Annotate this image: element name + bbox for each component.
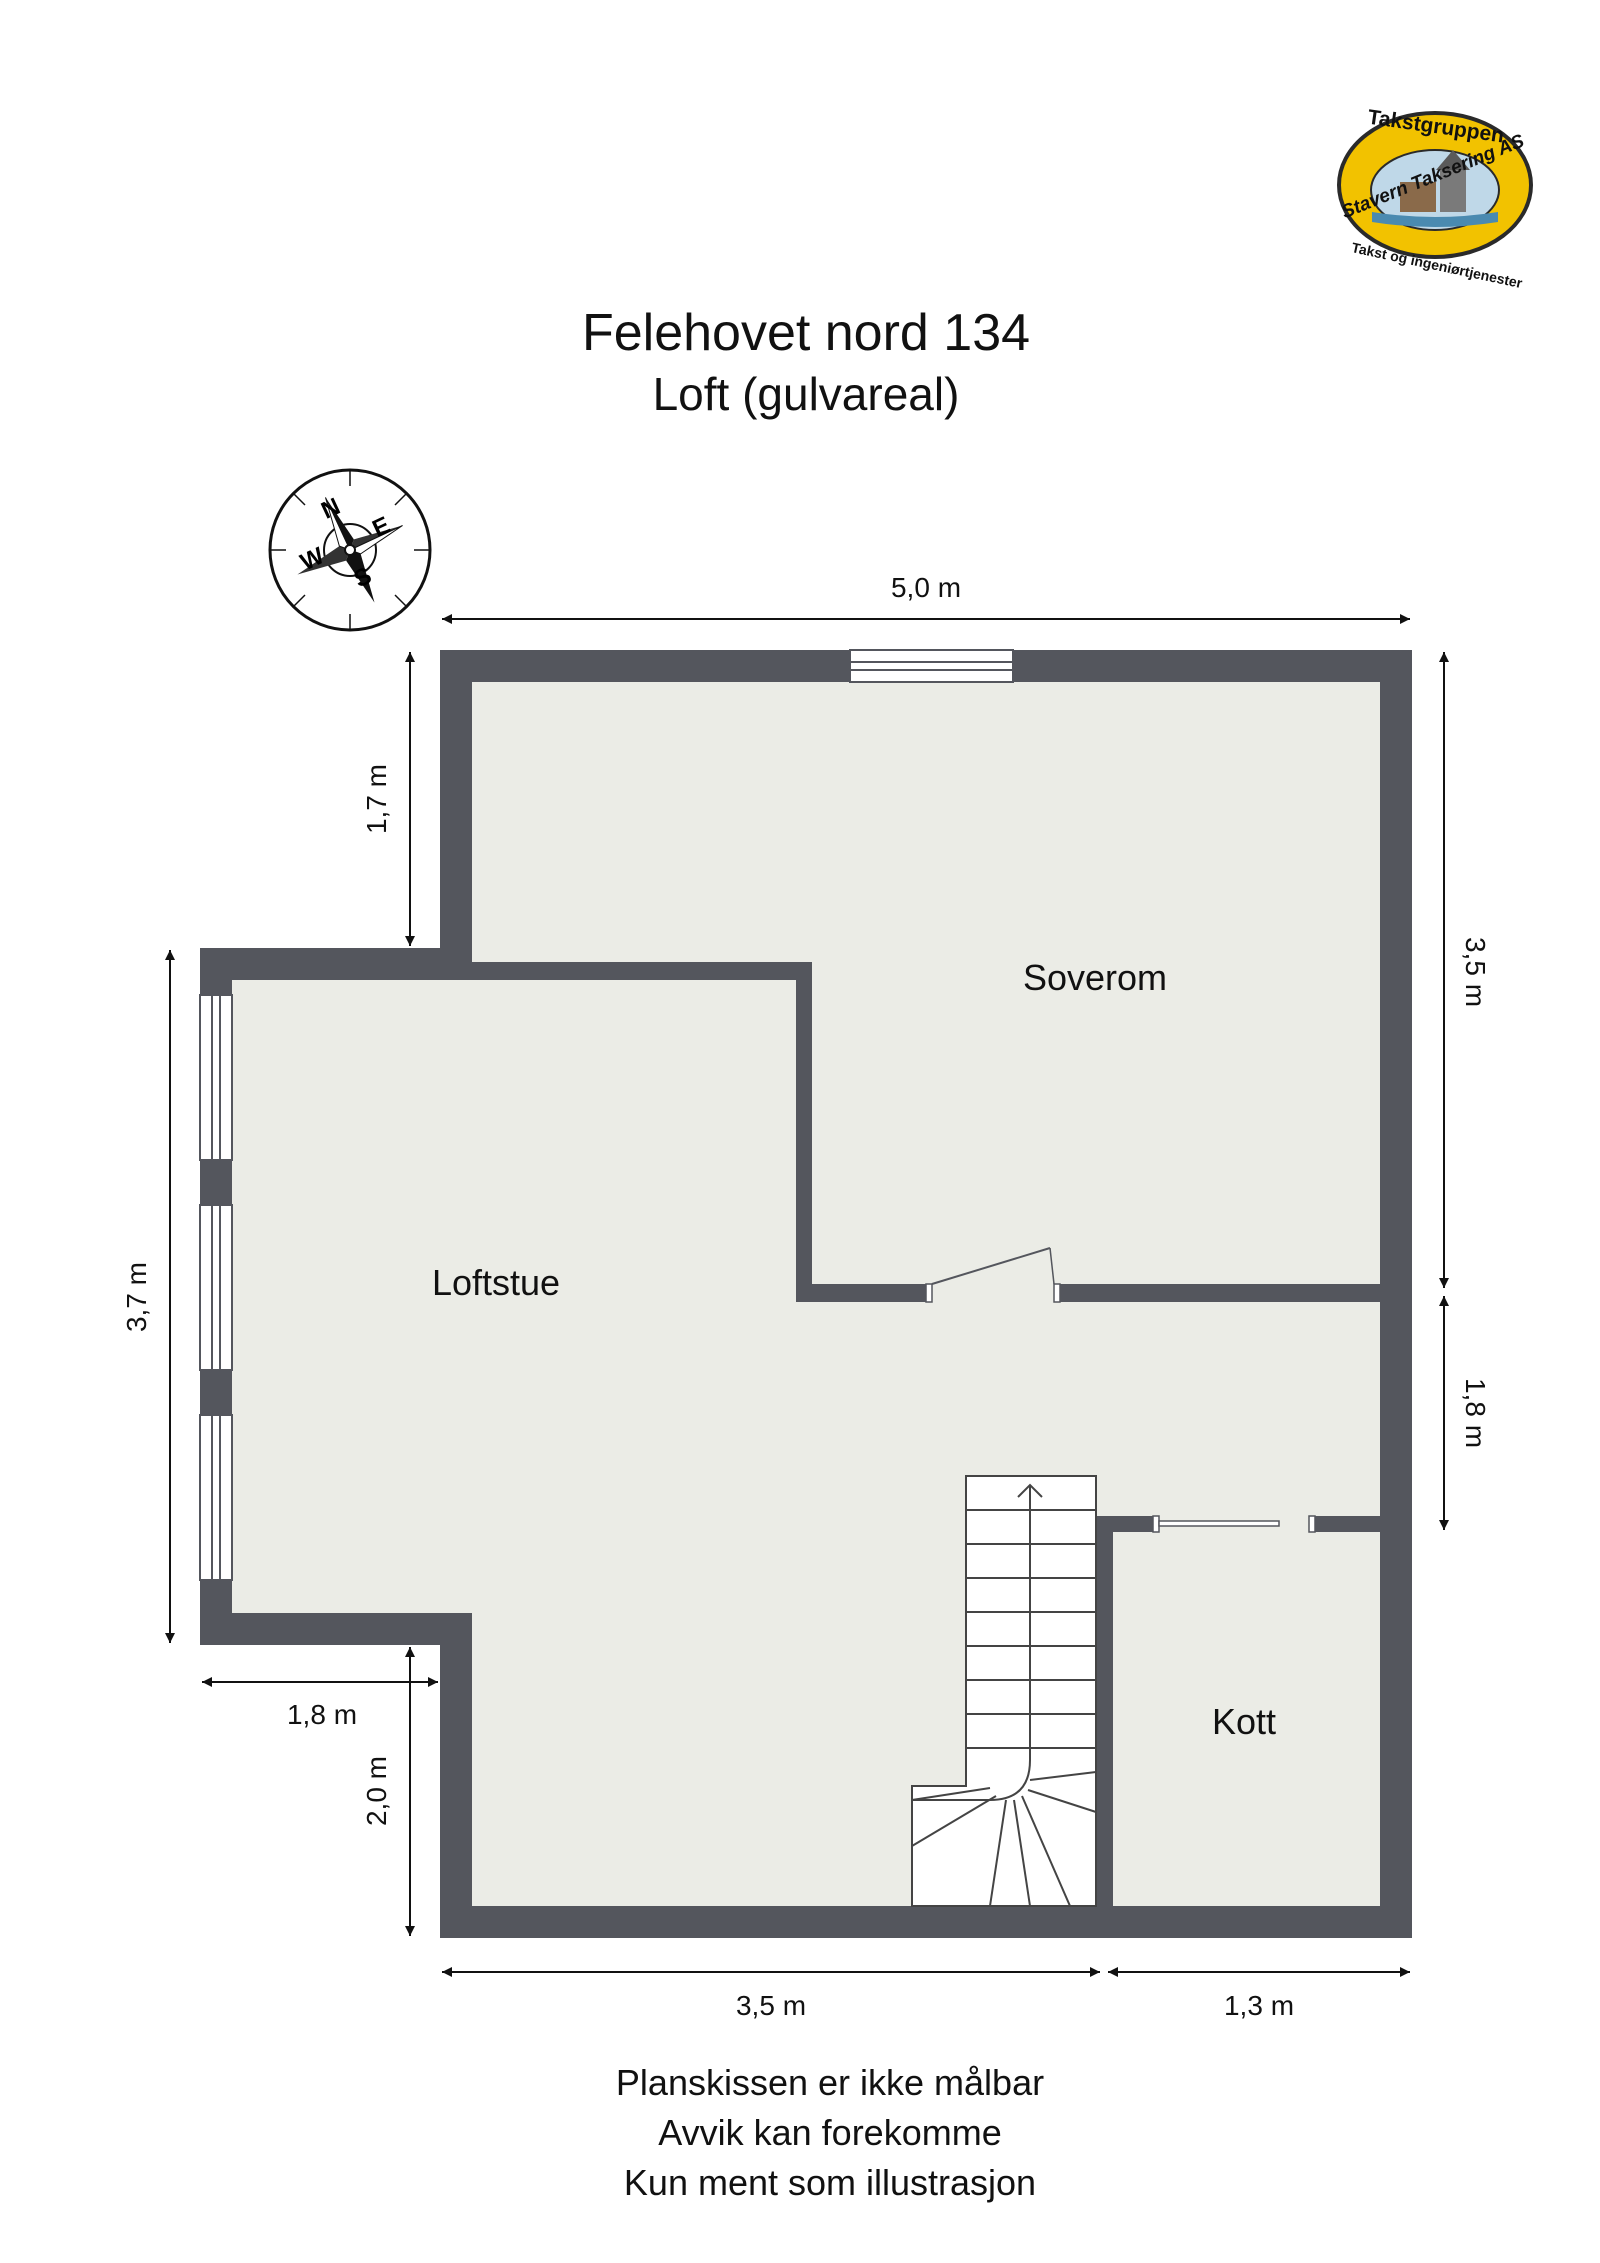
interior-walls: [472, 962, 1380, 1906]
dim-left-upper: 1,7 m: [361, 764, 392, 834]
dim-bottom-left: 3,5 m: [736, 1990, 806, 2021]
compass-rose-icon: N E S W: [268, 468, 432, 632]
dim-bottom-right: 1,3 m: [1224, 1990, 1294, 2021]
window-mullions: [211, 995, 221, 1580]
dimension-lines: [165, 614, 1449, 1977]
disclaimer-line-1: Planskissen er ikke målbar: [616, 2062, 1044, 2103]
dim-left-lower: 2,0 m: [361, 1756, 392, 1826]
room-label-loftstue: Loftstue: [432, 1262, 560, 1303]
page-subtitle: Loft (gulvareal): [653, 368, 960, 420]
door-kott: [1152, 1515, 1316, 1533]
company-logo: Takstgruppen Stavern Taksering AS Takst …: [1337, 106, 1533, 291]
door-soverom: [925, 1247, 1061, 1303]
dim-left-step: 1,8 m: [287, 1699, 357, 1730]
disclaimer-line-3: Kun ment som illustrasjon: [624, 2162, 1036, 2203]
windows-left: [199, 994, 233, 1581]
dim-right-upper: 3,5 m: [1460, 937, 1491, 1007]
disclaimer-line-2: Avvik kan forekomme: [658, 2112, 1001, 2153]
staircase: [911, 1475, 1097, 1907]
dim-right-lower: 1,8 m: [1460, 1378, 1491, 1448]
room-label-kott: Kott: [1212, 1701, 1276, 1742]
dim-top: 5,0 m: [891, 572, 961, 603]
room-label-soverom: Soverom: [1023, 957, 1167, 998]
dim-left-main: 3,7 m: [121, 1262, 152, 1332]
window-top: [849, 649, 1014, 683]
page-title: Felehovet nord 134: [582, 304, 1030, 362]
